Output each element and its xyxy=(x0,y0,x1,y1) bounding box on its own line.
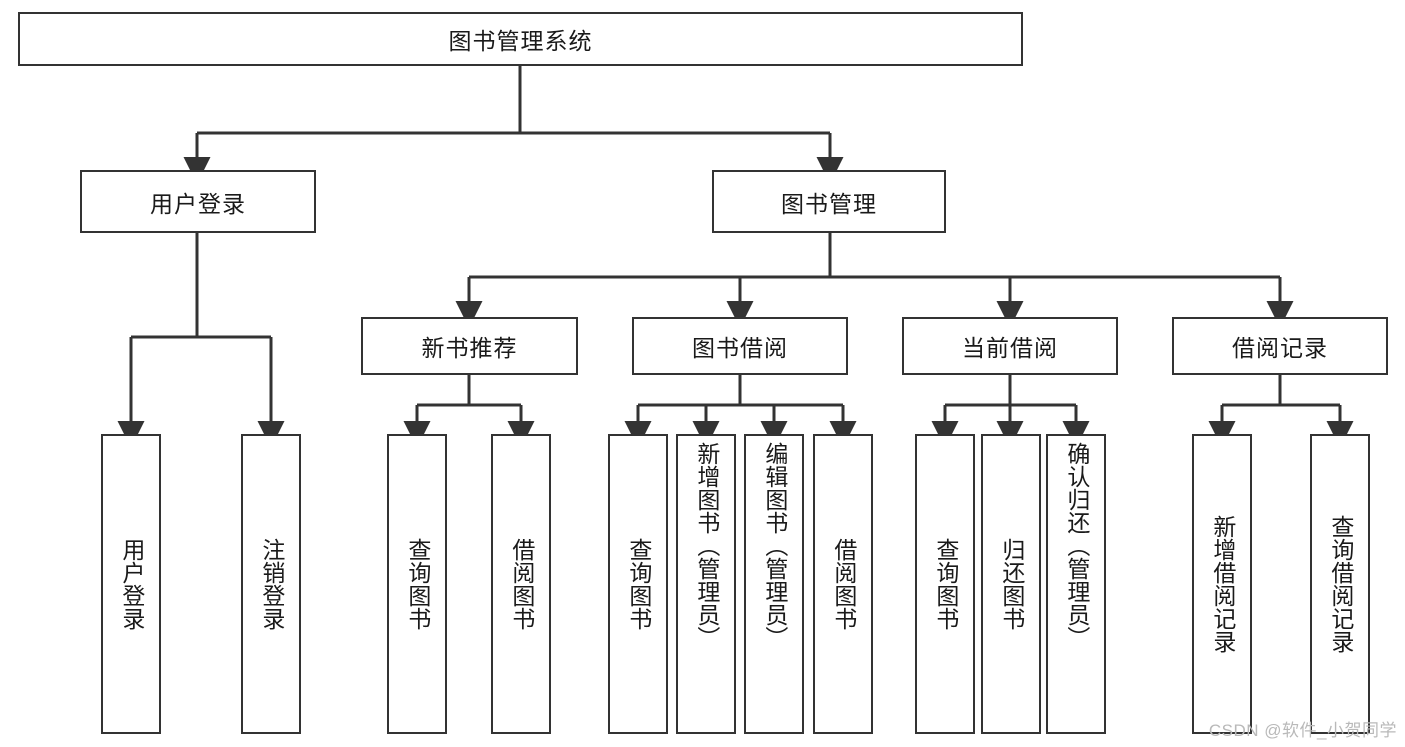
node-label: 新增图书（管理员） xyxy=(693,442,720,649)
node-label: 借阅记录 xyxy=(1232,335,1328,361)
leaf-user-login-logout[interactable]: 注销登录 xyxy=(241,434,301,734)
node-label: 查询借阅记录 xyxy=(1327,515,1354,653)
leaf-book-borrow-add-book-admin[interactable]: 新增图书（管理员） xyxy=(676,434,736,734)
leaf-borrow-record-add-record[interactable]: 新增借阅记录 xyxy=(1192,434,1252,734)
node-label: 查询图书 xyxy=(404,538,431,630)
node-label: 注销登录 xyxy=(258,538,285,630)
node-book-management[interactable]: 图书管理 xyxy=(712,170,946,233)
node-label: 图书管理 xyxy=(781,190,877,217)
leaf-current-borrow-return-book[interactable]: 归还图书 xyxy=(981,434,1041,734)
node-label: 借阅图书 xyxy=(830,538,857,630)
node-current-borrow[interactable]: 当前借阅 xyxy=(902,317,1118,375)
node-user-login[interactable]: 用户登录 xyxy=(80,170,316,233)
node-book-borrow[interactable]: 图书借阅 xyxy=(632,317,848,375)
csdn-watermark: CSDN @软件_小贺同学 xyxy=(1208,721,1397,740)
node-borrow-record[interactable]: 借阅记录 xyxy=(1172,317,1388,375)
leaf-book-borrow-query-book[interactable]: 查询图书 xyxy=(608,434,668,734)
leaf-book-borrow-borrow-book[interactable]: 借阅图书 xyxy=(813,434,873,734)
leaf-user-login-login[interactable]: 用户登录 xyxy=(101,434,161,734)
node-label: 新书推荐 xyxy=(421,335,518,361)
node-root-book-management-system[interactable]: 图书管理系统 xyxy=(18,12,1023,66)
leaf-current-borrow-query-book[interactable]: 查询图书 xyxy=(915,434,975,734)
node-label: 查询图书 xyxy=(932,538,959,630)
node-label: 新增借阅记录 xyxy=(1209,515,1236,653)
node-label: 借阅图书 xyxy=(508,538,535,630)
node-label: 图书借阅 xyxy=(692,335,788,361)
node-label: 用户登录 xyxy=(150,190,246,217)
leaf-book-borrow-edit-book-admin[interactable]: 编辑图书（管理员） xyxy=(744,434,804,734)
leaf-current-borrow-confirm-return-admin[interactable]: 确认归还（管理员） xyxy=(1046,434,1106,734)
node-label: 查询图书 xyxy=(625,538,652,630)
leaf-borrow-record-query-record[interactable]: 查询借阅记录 xyxy=(1310,434,1370,734)
leaf-new-book-borrow-book[interactable]: 借阅图书 xyxy=(491,434,551,734)
node-label: 确认归还（管理员） xyxy=(1063,442,1090,649)
node-label: 当前借阅 xyxy=(962,335,1058,361)
node-label: 图书管理系统 xyxy=(448,28,593,54)
leaf-new-book-query-book[interactable]: 查询图书 xyxy=(387,434,447,734)
node-label: 用户登录 xyxy=(118,538,145,630)
node-label: 归还图书 xyxy=(998,538,1025,630)
node-new-book-recommend[interactable]: 新书推荐 xyxy=(361,317,578,375)
node-label: 编辑图书（管理员） xyxy=(761,442,788,649)
